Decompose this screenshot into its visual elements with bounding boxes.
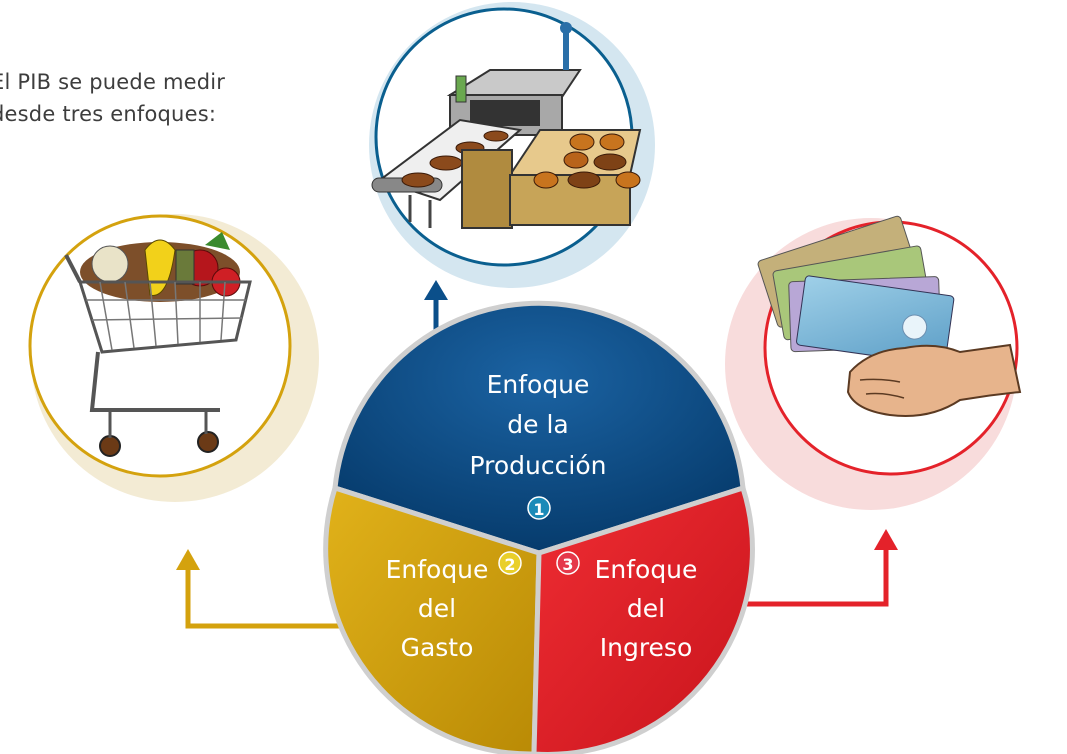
label-ingreso-line-2: del xyxy=(627,594,665,623)
label-produccion-line-1: Enfoque xyxy=(487,370,590,399)
produccion-illustration xyxy=(369,2,655,288)
label-gasto: Enfoque del Gasto xyxy=(386,555,489,662)
segment-gasto[interactable] xyxy=(323,484,542,754)
label-ingreso-line-1: Enfoque xyxy=(595,555,698,584)
label-gasto-line-3: Gasto xyxy=(401,633,474,662)
hand-holding-money-icon xyxy=(757,215,1022,417)
badge-produccion: 1 xyxy=(527,496,551,520)
arrow-to-ingreso xyxy=(738,529,898,607)
bread-production-line-icon xyxy=(371,22,642,229)
intro-line-1: El PIB se puede medir xyxy=(0,70,226,94)
label-ingreso: Enfoque del Ingreso xyxy=(595,555,698,662)
label-produccion: Enfoque de la Producción xyxy=(470,370,607,480)
badge-ingreso-number: 3 xyxy=(562,555,573,574)
segment-ingreso[interactable] xyxy=(531,484,755,754)
ingreso-illustration xyxy=(725,215,1022,510)
badge-gasto: 2 xyxy=(498,551,522,575)
label-produccion-line-3: Producción xyxy=(470,451,607,480)
badge-produccion-number: 1 xyxy=(533,500,544,519)
gasto-illustration xyxy=(28,214,319,502)
segment-produccion[interactable] xyxy=(332,300,746,556)
label-ingreso-line-3: Ingreso xyxy=(600,633,693,662)
label-gasto-line-2: del xyxy=(418,594,456,623)
badge-ingreso: 3 xyxy=(556,551,580,575)
label-produccion-line-2: de la xyxy=(507,410,568,439)
intro-line-2: desde tres enfoques: xyxy=(0,102,217,126)
badge-gasto-number: 2 xyxy=(504,555,515,574)
shopping-cart-icon xyxy=(64,232,252,457)
intro-text: El PIB se puede medir desde tres enfoque… xyxy=(0,66,291,130)
approaches-pie xyxy=(323,300,755,754)
arrow-to-gasto xyxy=(176,549,340,629)
label-gasto-line-1: Enfoque xyxy=(386,555,489,584)
